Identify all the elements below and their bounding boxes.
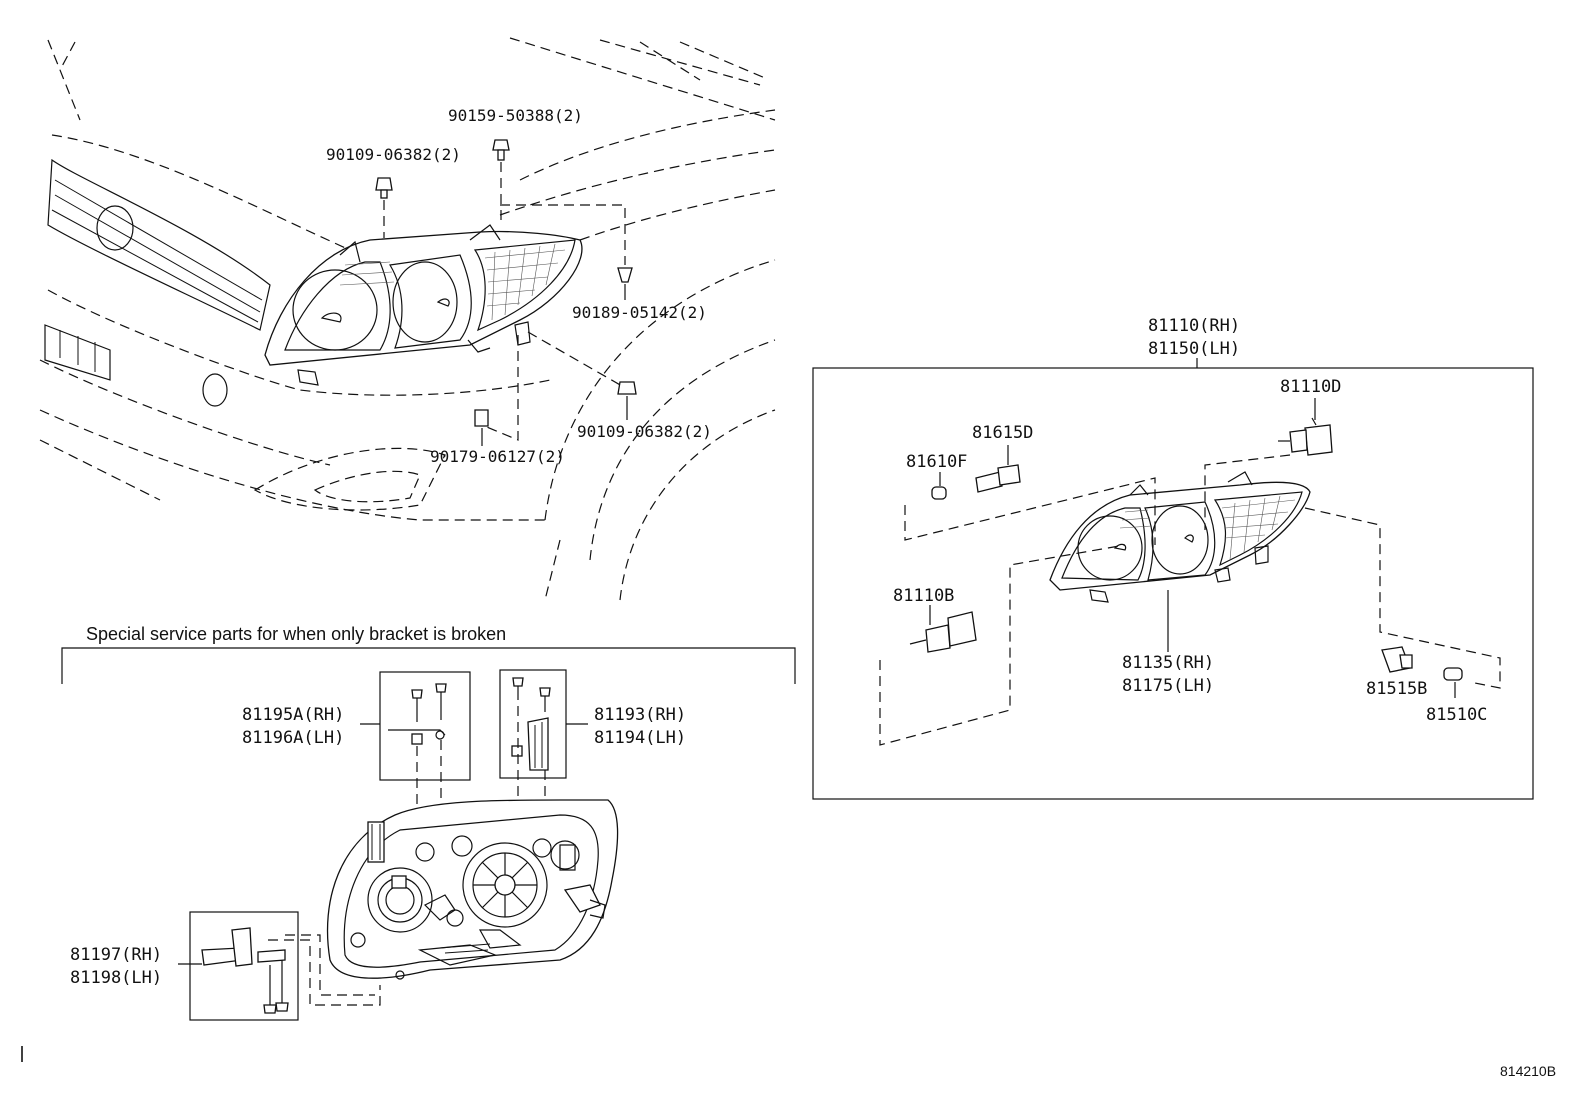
label-bracket-81198-lh: 81198(LH) (70, 968, 162, 988)
label-socket-81615d: 81615D (972, 423, 1033, 443)
label-bulb-81110b: 81110B (893, 586, 954, 606)
label-assembly-81110-rh: 81110(RH) (1148, 316, 1240, 336)
label-nut-90179: 90179-06127(2) (430, 447, 565, 466)
label-unit-81175-lh: 81175(LH) (1122, 676, 1214, 696)
label-assembly-81150-lh: 81150(LH) (1148, 339, 1240, 359)
special-service-bracket-line (61, 647, 796, 684)
bracket-box-top (360, 671, 471, 830)
bulb-81110d (1204, 398, 1333, 530)
label-bracket-81194-lh: 81194(LH) (594, 728, 686, 748)
label-bracket-81193-rh: 81193(RH) (594, 705, 686, 725)
headlamp-rear-view (326, 799, 619, 980)
label-bracket-81195a-rh: 81195A(RH) (242, 705, 344, 725)
headlamp-assembly-illustration (1049, 471, 1311, 603)
socket-81615d (975, 445, 1021, 493)
label-socket-81515b: 81515B (1366, 679, 1427, 699)
diagram-reference-code: 814210B (1500, 1063, 1556, 1079)
label-bulb-81110d: 81110D (1280, 377, 1341, 397)
assembly-box (812, 367, 1534, 800)
label-bolt-90109-lower: 90109-06382(2) (577, 422, 712, 441)
label-bolt-90159: 90159-50388(2) (448, 106, 583, 125)
bulb-81610f (904, 472, 1156, 545)
label-bracket-81197-rh: 81197(RH) (70, 945, 162, 965)
bulb-81510c (1443, 667, 1463, 698)
socket-81515b (1304, 507, 1501, 689)
label-bulb-81610f: 81610F (906, 452, 967, 472)
top-fasteners (375, 139, 637, 446)
special-service-caption: Special service parts for when only brac… (86, 624, 506, 644)
label-bracket-81196a-lh: 81196A(LH) (242, 728, 344, 748)
label-bolt-90109-upper: 90109-06382(2) (326, 145, 461, 164)
label-unit-81135-rh: 81135(RH) (1122, 653, 1214, 673)
car-front-illustration (39, 37, 776, 601)
label-bulb-81510c: 81510C (1426, 705, 1487, 725)
bulb-81110b (879, 544, 1126, 746)
bracket-box-bottom (178, 911, 381, 1021)
label-clip-90189: 90189-05142(2) (572, 303, 707, 322)
